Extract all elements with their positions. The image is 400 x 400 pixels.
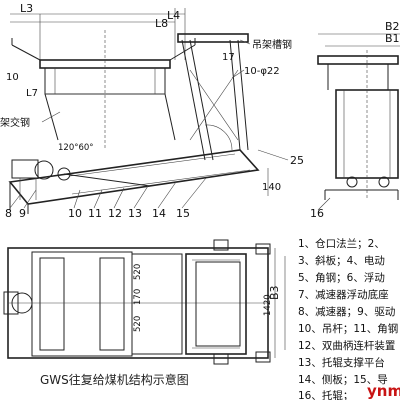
callout-9: 9 — [19, 207, 26, 220]
hopper-side-view: 10 L7 架交钢 — [0, 30, 196, 150]
legend-line-6: 10、吊杆；11、角钢 — [298, 322, 398, 335]
dim-520: 520 — [133, 264, 143, 280]
parts-legend: 1、仓口法兰；2、 3、斜板；4、电动 5、角钢；6、浮动 7、减速器浮动底座 … — [298, 237, 398, 400]
dim-520b: 520 — [133, 316, 143, 332]
label-frame-cross: 架交钢 — [0, 116, 30, 129]
callout-8: 8 — [5, 207, 12, 220]
dim-1420: 1420 — [263, 294, 273, 316]
top-dimension-lines: L3 L8 L4 — [10, 2, 186, 60]
label-item-16: 16 — [310, 207, 324, 220]
callout-12: 12 — [108, 207, 122, 220]
callout-14: 14 — [152, 207, 166, 220]
feeder-trough: 吊架槽钢 17 10-φ22 120°60° 140 25 — [8, 33, 304, 214]
callout-15: 15 — [176, 207, 190, 220]
label-angle: 120°60° — [58, 143, 94, 153]
legend-line-4: 7、减速器浮动底座 — [298, 288, 389, 301]
dim-b3: B3 — [268, 285, 281, 300]
label-dim-140: 140 — [262, 182, 281, 193]
label-bolt: 10-φ22 — [244, 66, 280, 77]
legend-line-10: 16、托辊； — [298, 389, 353, 400]
legend-line-8: 13、托辊支撑平台 — [298, 356, 385, 369]
label-item-17: 17 — [222, 52, 235, 63]
dim-b2: B2 — [385, 20, 400, 33]
drive-assembly — [11, 159, 151, 200]
dim-l8: L8 — [155, 17, 168, 30]
legend-line-3: 5、角钢；6、浮动 — [298, 271, 385, 284]
dim-l3: L3 — [20, 2, 33, 15]
legend-line-1: 1、仓口法兰；2、 — [298, 237, 385, 250]
legend-line-7: 12、双曲柄连杆装置 — [298, 339, 395, 352]
dim-l4: L4 — [167, 9, 180, 22]
label-l7: L7 — [26, 88, 38, 99]
label-ten: 10 — [6, 72, 19, 83]
callout-row: 8 9 10 11 12 13 14 15 — [5, 177, 207, 220]
callout-10: 10 — [68, 207, 82, 220]
legend-line-5: 8、减速器；9、驱动 — [298, 306, 395, 318]
dim-170: 170 — [133, 289, 143, 305]
end-view: B2 B1 16 — [310, 20, 400, 220]
dim-b1: B1 — [385, 32, 400, 45]
label-hanger-beam: 吊架槽钢 — [252, 38, 292, 51]
callout-13: 13 — [128, 207, 142, 220]
legend-line-9: 14、侧板；15、导 — [298, 373, 388, 386]
plan-view: B3 1420 520 170 520 — [3, 239, 286, 365]
callout-11: 11 — [88, 207, 102, 220]
diagram-caption: GWS往复给煤机结构示意图 — [40, 372, 189, 387]
watermark: ynm — [367, 382, 400, 400]
legend-line-2: 3、斜板；4、电动 — [298, 254, 385, 267]
label-item-25: 25 — [290, 154, 304, 167]
